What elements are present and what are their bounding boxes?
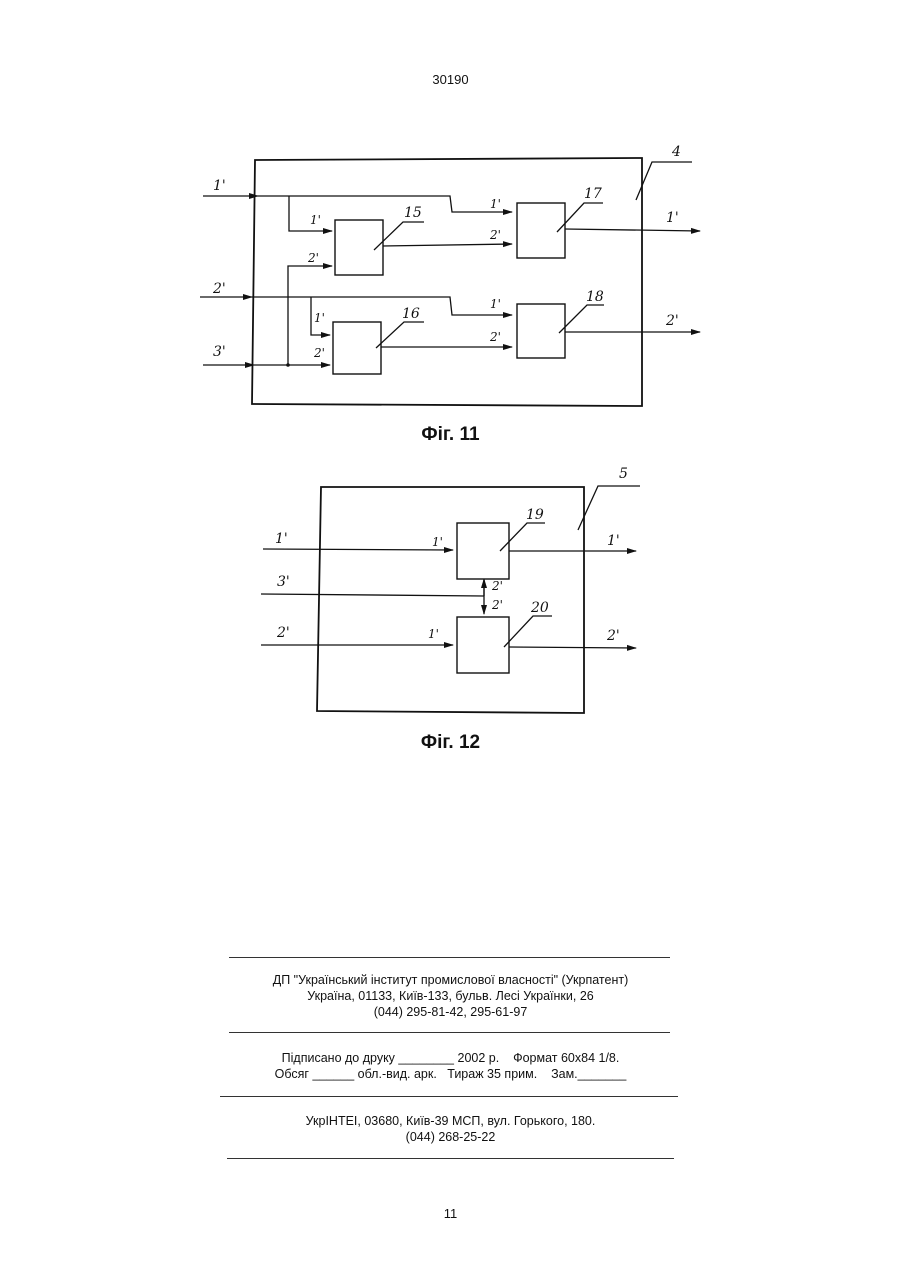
- block-20: [457, 617, 509, 673]
- input-label-3: 3': [213, 344, 226, 360]
- publisher-block: ДП "Український інститут промислової вла…: [0, 972, 901, 1020]
- block-label-19: 19: [526, 507, 544, 523]
- divider: [229, 957, 670, 958]
- printer-address: УкрІНТЕІ, 03680, Київ-39 МСП, вул. Горьк…: [0, 1113, 901, 1129]
- patent-number: 30190: [0, 72, 901, 87]
- input-label-2: 2': [276, 625, 290, 641]
- output-label-1: 1': [607, 533, 620, 549]
- block-label-15: 15: [404, 205, 422, 221]
- figure-12-caption: Фіг. 12: [0, 732, 901, 754]
- figure-12-diagram: 5 1' 3' 2' 19 20 1' 2' 2' 1' 1' 2': [0, 460, 901, 720]
- output-label-2: 2': [665, 313, 679, 329]
- input-label-1: 1': [275, 531, 288, 547]
- block-ref-label: 4: [671, 144, 681, 160]
- block-label-20: 20: [530, 600, 549, 616]
- page-number: 11: [0, 1206, 901, 1221]
- wire-1-to-17: [258, 196, 512, 212]
- leader-4: [636, 162, 692, 200]
- port-16-in-2: 2': [313, 346, 325, 360]
- input-line-3: [261, 594, 484, 596]
- junction-dot: [286, 363, 290, 367]
- block-label-16: 16: [402, 306, 420, 322]
- port-19-out-2: 2': [491, 579, 503, 593]
- leader-20: [504, 616, 552, 647]
- port-18-in-2: 2': [489, 330, 501, 344]
- publisher-address: Україна, 01133, Київ-133, бульв. Лесі Ук…: [0, 988, 901, 1004]
- figure-11: 4 1' 2' 3' 15 16 17 18 1' 2' 1: [0, 140, 901, 415]
- figure-11-caption: Фіг. 11: [0, 424, 901, 446]
- block-16: [333, 322, 381, 374]
- input-label-2: 2': [212, 281, 226, 297]
- port-17-in-2: 2': [489, 228, 501, 242]
- publisher-phone: (044) 295-81-42, 295-61-97: [0, 1004, 901, 1020]
- port-15-in-1: 1': [310, 213, 321, 227]
- block-18: [517, 304, 565, 358]
- output-line-1: [565, 229, 700, 231]
- output-label-1: 1': [666, 210, 679, 226]
- print-info-block: Підписано до друку ________ 2002 р. Форм…: [0, 1050, 901, 1082]
- port-20-in-1: 1': [428, 627, 439, 641]
- wire-2-to-18: [252, 297, 512, 315]
- block-ref-label: 5: [619, 466, 628, 482]
- figure-11-diagram: 4 1' 2' 3' 15 16 17 18 1' 2' 1: [0, 140, 901, 415]
- input-label-1: 1': [213, 178, 226, 194]
- leader-16: [376, 322, 424, 348]
- print-volume-line: Обсяг ______ обл.-вид. арк. Тираж 35 при…: [0, 1066, 901, 1082]
- input-line-1: [263, 549, 453, 550]
- publisher-line: ДП "Український інститут промислової вла…: [0, 972, 901, 988]
- output-line-2: [509, 647, 636, 648]
- block-19: [457, 523, 509, 579]
- wire-15-to-17: [382, 244, 512, 246]
- printer-block: УкрІНТЕІ, 03680, Київ-39 МСП, вул. Горьк…: [0, 1113, 901, 1145]
- divider: [220, 1096, 678, 1097]
- port-17-in-1: 1': [490, 197, 501, 211]
- divider: [229, 1032, 670, 1033]
- leader-18: [559, 305, 604, 333]
- printer-phone: (044) 268-25-22: [0, 1129, 901, 1145]
- port-18-in-1: 1': [490, 297, 501, 311]
- wire-3-to-15: [288, 266, 332, 365]
- print-signed-line: Підписано до друку ________ 2002 р. Форм…: [0, 1050, 901, 1066]
- port-19-in-1: 1': [432, 535, 443, 549]
- port-15-in-2: 2': [307, 251, 319, 265]
- block-label-18: 18: [586, 289, 604, 305]
- port-20-in-2: 2': [491, 598, 503, 612]
- output-label-2: 2': [606, 628, 620, 644]
- divider: [227, 1158, 674, 1159]
- figure-12: 5 1' 3' 2' 19 20 1' 2' 2' 1' 1' 2': [0, 460, 901, 720]
- input-label-3: 3': [277, 574, 290, 590]
- block-label-17: 17: [584, 186, 602, 202]
- leader-5: [578, 486, 640, 530]
- port-16-in-1: 1': [314, 311, 325, 325]
